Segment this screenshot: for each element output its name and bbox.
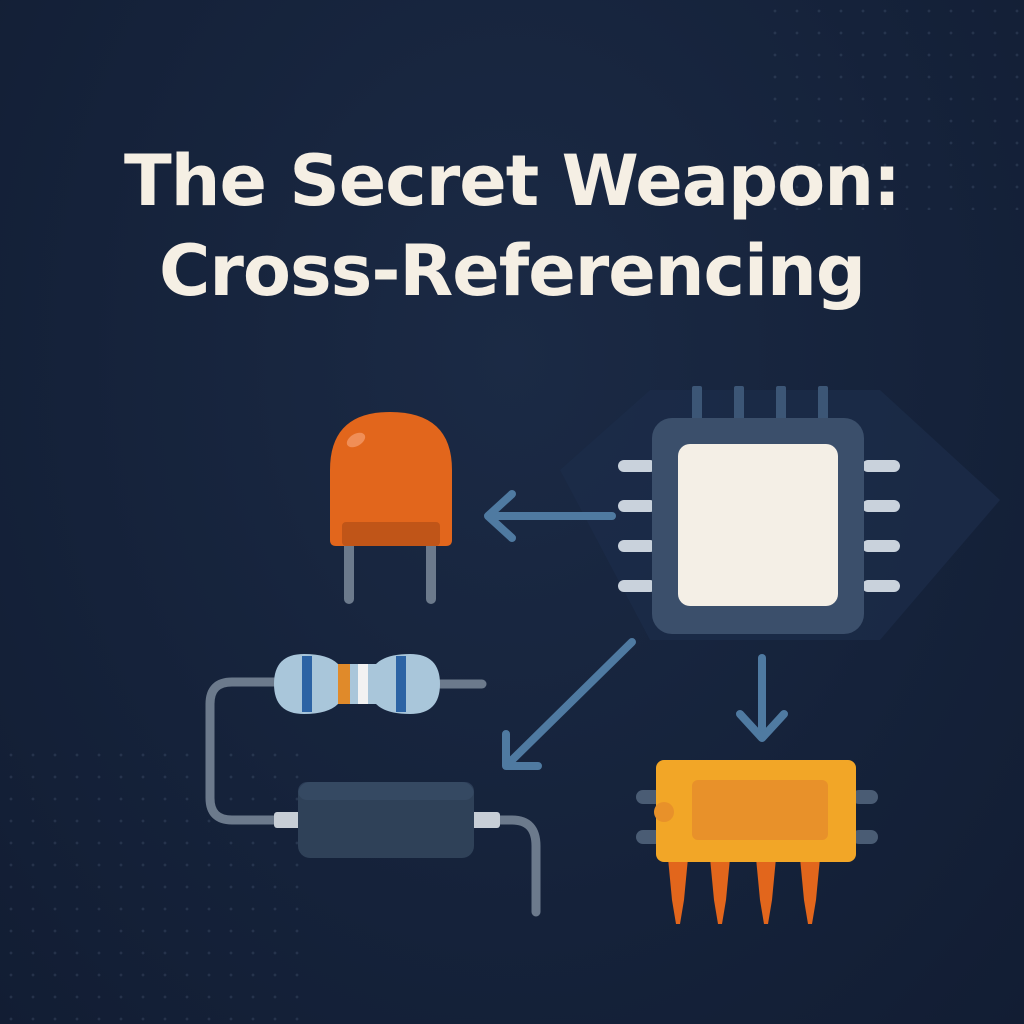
wire-loop [205, 677, 305, 825]
page-title: The Secret Weapon: Cross-Referencing [0, 136, 1024, 316]
microchip-icon [618, 386, 900, 634]
arrow-left-icon [484, 490, 616, 542]
resistor-icon [274, 654, 440, 714]
title-line-1: The Secret Weapon: [123, 140, 901, 222]
dot-pattern-top-right [764, 0, 1024, 210]
dip-ic-icon [636, 760, 878, 924]
diode-icon [274, 782, 500, 858]
ceramic-capacitor-icon [330, 412, 452, 604]
dot-pattern-bottom-left [0, 744, 300, 1024]
arrow-down-icon [736, 654, 788, 742]
wire-right [493, 815, 541, 917]
arrow-down-left-icon [502, 638, 636, 770]
title-line-2: Cross-Referencing [159, 230, 866, 312]
